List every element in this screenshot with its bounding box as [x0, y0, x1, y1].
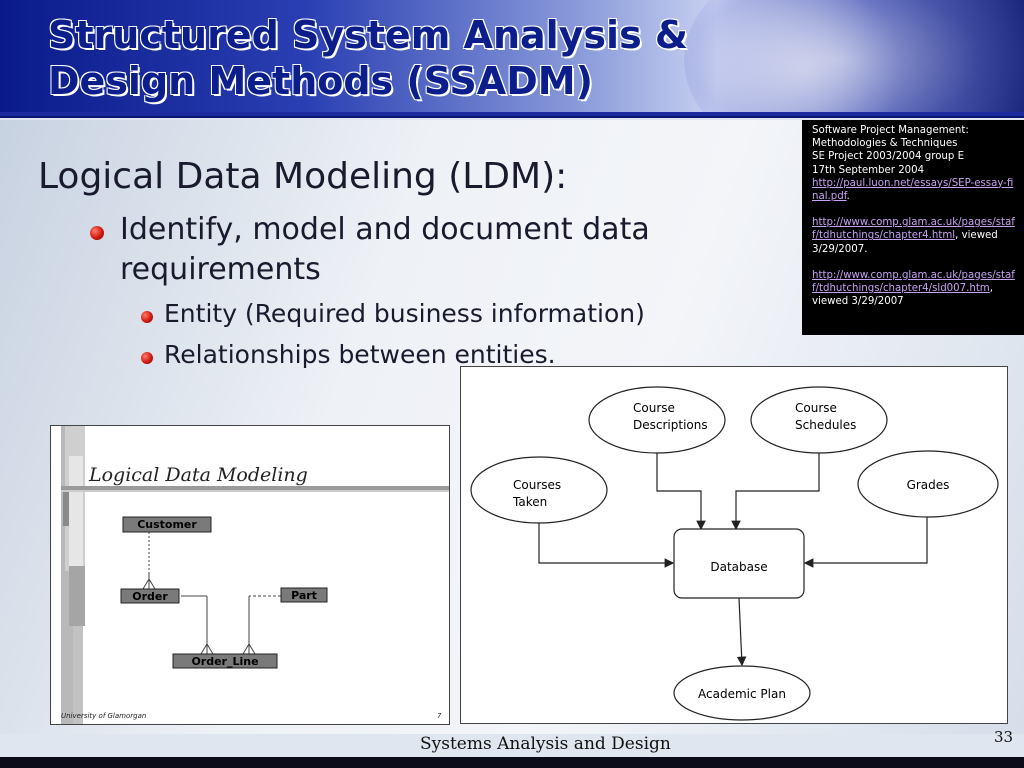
entity-box-order	[120, 588, 180, 604]
bullet-dot-icon	[141, 311, 153, 323]
ref-suffix: , viewed 3/29/2007	[812, 283, 993, 308]
entity-box-order-line	[172, 653, 278, 669]
ref-entry-2: http://www.comp.glam.ac.uk/pages/staff/t…	[812, 216, 1016, 256]
node-label: Schedules	[795, 418, 856, 432]
node-label: Courses	[513, 478, 561, 492]
ref-suffix: , viewed 3/29/2007.	[812, 230, 998, 255]
ref-suffix: .	[846, 191, 850, 203]
database-diagram: Course Descriptions Course Schedules Cou…	[460, 366, 1008, 724]
entity-box-part	[280, 587, 328, 603]
ldm-image-title: Logical Data Modeling	[88, 464, 308, 486]
node-courses-taken	[470, 456, 608, 524]
bullet-text: Identify, model and document data requir…	[120, 212, 650, 287]
slide-title-line-1: Structured System Analysis &	[48, 13, 689, 57]
ref-link-2[interactable]: http://www.comp.glam.ac.uk/pages/staff/t…	[812, 217, 1015, 242]
connector	[731, 453, 820, 531]
page-number: 33	[994, 728, 1014, 746]
connector	[803, 517, 928, 568]
entity-label-customer: Customer	[137, 518, 197, 531]
deco-bar	[73, 626, 83, 724]
section-heading: Logical Data Modeling (LDM):	[38, 156, 568, 197]
deco-bar	[63, 486, 69, 526]
node-label: Database	[710, 560, 767, 574]
node-label: Grades	[907, 478, 950, 492]
footer-bar	[0, 757, 1024, 768]
node-label: Descriptions	[633, 418, 708, 432]
entity-box-customer	[122, 516, 212, 533]
node-label: Academic Plan	[698, 687, 786, 701]
deco-bar	[69, 456, 83, 566]
ldm-image-footer-left: University of Glamorgan	[61, 712, 146, 720]
header-decoration	[684, 0, 1024, 112]
connector	[736, 597, 747, 667]
node-course-schedules	[750, 386, 888, 454]
slide-title-line-2: Design Methods (SSADM)	[48, 59, 593, 103]
slide-footer: Systems Analysis and Design	[420, 734, 671, 754]
entity-label-order-line: Order_Line	[191, 655, 258, 668]
node-academic-plan	[673, 665, 811, 721]
ldm-example-image: Logical Data Modeling Customer Order Par…	[50, 425, 450, 725]
header-divider	[0, 112, 1024, 118]
ref-line: 17th September 2004	[812, 164, 925, 176]
title-rule	[61, 486, 449, 490]
node-database	[673, 528, 805, 599]
deco-bar	[69, 566, 85, 626]
node-label: Taken	[512, 495, 547, 509]
ref-line: SE Project 2003/2004 group E	[812, 151, 965, 163]
bullet-dot-icon	[90, 226, 104, 240]
ref-line: Software Project Management:	[812, 125, 969, 136]
node-label: Course	[633, 401, 675, 415]
ref-line: Methodologies & Techniques	[812, 138, 958, 150]
entity-label-order: Order	[132, 590, 168, 603]
node-label: Course	[795, 401, 837, 415]
sub-bullet-entity: Entity (Required business information)	[164, 299, 645, 328]
bullet-level-1: Identify, model and document data requir…	[120, 210, 800, 290]
ref-entry-1: http://paul.luon.net/essays/SEP-essay-fi…	[812, 177, 1016, 203]
sub-bullet-relationships: Relationships between entities.	[164, 340, 556, 369]
ref-entry-3: http://www.comp.glam.ac.uk/pages/staff/t…	[812, 269, 1016, 309]
header-decoration-glow	[704, 0, 904, 112]
ldm-image-footer-right: 7	[437, 712, 442, 720]
connector	[656, 453, 706, 531]
slide-title: Structured System Analysis & Design Meth…	[48, 12, 688, 104]
node-grades	[857, 450, 999, 518]
database-diagram-graphic: Course Descriptions Course Schedules Cou…	[470, 386, 999, 721]
slide-header: Structured System Analysis & Design Meth…	[0, 0, 1024, 112]
entity-label-part: Part	[291, 589, 317, 602]
connector	[538, 523, 675, 568]
ref-link-3[interactable]: http://www.comp.glam.ac.uk/pages/staff/t…	[812, 269, 1015, 295]
ref-link-1[interactable]: http://paul.luon.net/essays/SEP-essay-fi…	[812, 177, 1014, 203]
ldm-example-graphic: Logical Data Modeling Customer Order Par…	[61, 426, 449, 724]
node-course-descriptions	[588, 386, 726, 454]
reference-box: Software Project Management: Methodologi…	[802, 120, 1024, 335]
bullet-dot-icon	[141, 352, 153, 364]
